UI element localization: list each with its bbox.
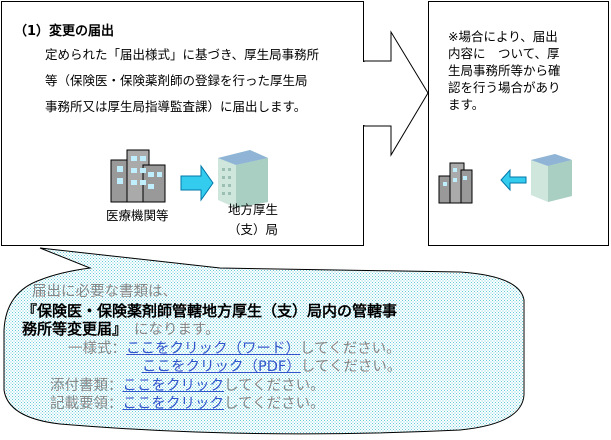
row-suffix: してください。 (224, 377, 325, 394)
description-line: 等（保険医・保険薬剤師の登録を行った厚生局 (45, 73, 308, 88)
regional-bureau-small-icon (531, 154, 572, 202)
arrow-from-bureau-icon (500, 168, 527, 192)
form-name-line2: 務所等変更届』 (22, 320, 120, 338)
flow-arrow (363, 30, 429, 157)
form-word-link[interactable]: ここをクリック（ワード） (126, 340, 300, 357)
medical-institution-small-icon (438, 162, 473, 204)
section-description: 定められた「届出様式」に基づき、厚生局事務所 等（保険医・保険薬剤師の登録を行っ… (45, 42, 375, 120)
instructions-label: 記載要領： (50, 396, 123, 412)
medical-institution-icon (110, 149, 166, 203)
form-pdf-row: ここをクリック（PDF）してください。 (32, 358, 502, 377)
callout-bubble (3, 247, 525, 435)
note-line: 生局事務所等から確 (448, 63, 561, 78)
description-line: 事務所又は厚生局指導監査課）に届出します。 (45, 99, 307, 114)
form-word-row: 一様式：ここをクリック（ワード）してください。 (32, 340, 502, 359)
description-line: 定められた「届出様式」に基づき、厚生局事務所 (45, 47, 320, 62)
form-pdf-link[interactable]: ここをクリック（PDF） (142, 359, 301, 375)
instructions-link[interactable]: ここをクリック (122, 396, 225, 412)
form-name-line1: 『保険医・保険薬剤師管轄地方厚生（支）局内の管轄事 (22, 301, 398, 320)
section-heading: （1）変更の届出 (14, 24, 115, 39)
note-line: ※場合により、届出 (448, 29, 558, 44)
to-label: 地方厚生 （支）局 (228, 200, 278, 240)
form-name-suffix: になります。 (119, 322, 220, 338)
to-label-line2: （支）局 (228, 222, 279, 237)
note-line: ます。 (448, 97, 485, 112)
attachments-label: 添付書類： (50, 377, 123, 394)
required-documents-callout: 届出に必要な書類は、 『保険医・保険薬剤師管轄地方厚生（支）局内の管轄事 務所等… (22, 283, 502, 414)
arrow-to-bureau-icon (180, 164, 214, 202)
row-suffix: してください。 (300, 359, 402, 375)
to-label-line1: 地方厚生 (228, 202, 279, 217)
note-text: ※場合により、届出 内容に ついて、厚 生局事務所等から確 認を行う場合があり … (448, 28, 588, 113)
attachments-row: 添付書類：ここをクリックしてください。 (32, 377, 502, 396)
attachments-link[interactable]: ここをクリック (122, 377, 225, 394)
form-label: 一様式： (68, 340, 126, 357)
row-suffix: してください。 (224, 396, 325, 412)
regional-bureau-icon (218, 150, 268, 208)
callout-intro: 届出に必要な書類は、 (32, 284, 177, 300)
note-line: 内容に ついて、厚 (448, 46, 560, 61)
main-process-box (1, 1, 364, 246)
note-line: 認を行う場合があり (448, 80, 561, 95)
from-label: 医療機関等 (106, 208, 169, 223)
form-name-line2-row: 務所等変更届』 になります。 (22, 320, 502, 340)
instructions-row: 記載要領：ここをクリックしてください。 (32, 395, 502, 414)
row-suffix: してください。 (300, 340, 401, 357)
note-box (428, 1, 609, 246)
